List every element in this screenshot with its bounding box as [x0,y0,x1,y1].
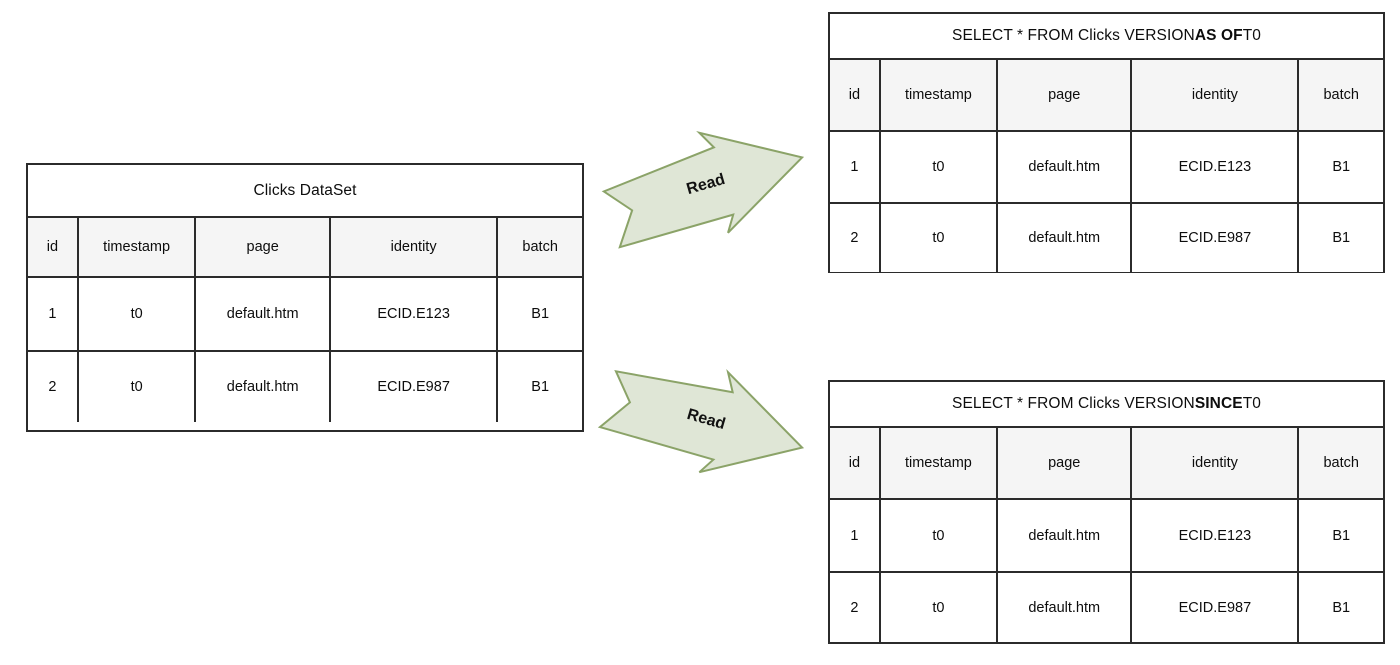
cell-page: default.htm [998,204,1133,272]
column-header-id: id [830,428,881,498]
version-since-table: SELECT * FROM Clicks VERSION SINCE T0 id… [828,380,1385,644]
query-keyword: SINCE [1194,395,1243,412]
column-header-identity: identity [331,218,499,276]
arrow-shape-icon [601,131,805,249]
cell-timestamp: t0 [79,278,197,350]
cell-timestamp: t0 [881,573,999,642]
cell-identity: ECID.E123 [1132,132,1300,202]
version-as-of-table: SELECT * FROM Clicks VERSION AS OF T0 id… [828,12,1385,273]
cell-timestamp: t0 [79,352,197,422]
column-header-timestamp: timestamp [881,60,999,130]
query-prefix: SELECT * FROM Clicks VERSION [952,27,1195,44]
column-header-id: id [28,218,79,276]
column-header-page: page [998,60,1133,130]
read-arrow-as-of: Read [596,107,817,262]
cell-batch: B1 [531,379,550,395]
cell-batch: B1 [1332,527,1351,544]
table-row: 2 t0 default.htm ECID.E987 B1 [28,350,582,422]
cell-identity: ECID.E123 [331,278,499,350]
column-header-batch: batch [1323,87,1359,103]
cell-batch: B1 [1332,159,1351,175]
table-header-row: id timestamp page identity batch [28,218,582,278]
column-header-page: page [196,218,331,276]
cell-page: default.htm [196,278,331,350]
table-row: 2 t0 default.htm ECID.E987 B1 [830,571,1383,642]
query-suffix: T0 [1242,395,1261,412]
column-header-identity: identity [1132,60,1300,130]
cell-identity: ECID.E987 [1132,204,1300,272]
cell-page: default.htm [998,132,1133,202]
cell-batch: B1 [1332,230,1351,246]
query-prefix: SELECT * FROM Clicks VERSION [952,395,1195,412]
cell-timestamp: t0 [881,204,999,272]
column-header-id: id [830,60,881,130]
cell-page: default.htm [998,573,1133,642]
column-header-batch: batch [522,239,558,255]
cell-timestamp: t0 [881,500,999,571]
cell-identity: ECID.E123 [1132,500,1300,571]
cell-id: 1 [830,132,881,202]
table-header-row: id timestamp page identity batch [830,428,1383,500]
table-row: 1 t0 default.htm ECID.E123 B1 [830,500,1383,571]
cell-timestamp: t0 [881,132,999,202]
cell-id: 2 [830,204,881,272]
cell-identity: ECID.E987 [1132,573,1300,642]
cell-id: 1 [830,500,881,571]
read-arrow-since: Read [596,342,817,497]
table-row: 1 t0 default.htm ECID.E123 B1 [28,278,582,350]
cell-batch: B1 [531,306,550,322]
column-header-page: page [998,428,1133,498]
column-header-timestamp: timestamp [79,218,197,276]
version-since-query-title: SELECT * FROM Clicks VERSION SINCE T0 [830,382,1383,428]
table-row: 1 t0 default.htm ECID.E123 B1 [830,132,1383,202]
query-suffix: T0 [1242,27,1261,44]
cell-page: default.htm [998,500,1133,571]
column-header-identity: identity [1132,428,1300,498]
cell-identity: ECID.E987 [331,352,499,422]
table-header-row: id timestamp page identity batch [830,60,1383,132]
cell-id: 2 [28,352,79,422]
clicks-dataset-title: Clicks DataSet [28,165,582,218]
column-header-timestamp: timestamp [881,428,999,498]
clicks-dataset-table: Clicks DataSet id timestamp page identit… [26,163,584,432]
arrow-shape-icon [597,368,805,474]
query-keyword: AS OF [1194,27,1243,44]
table-row: 2 t0 default.htm ECID.E987 B1 [830,202,1383,272]
version-as-of-query-title: SELECT * FROM Clicks VERSION AS OF T0 [830,14,1383,60]
cell-batch: B1 [1332,599,1351,616]
column-header-batch: batch [1323,455,1359,471]
cell-id: 2 [830,573,881,642]
cell-id: 1 [28,278,79,350]
cell-page: default.htm [196,352,331,422]
